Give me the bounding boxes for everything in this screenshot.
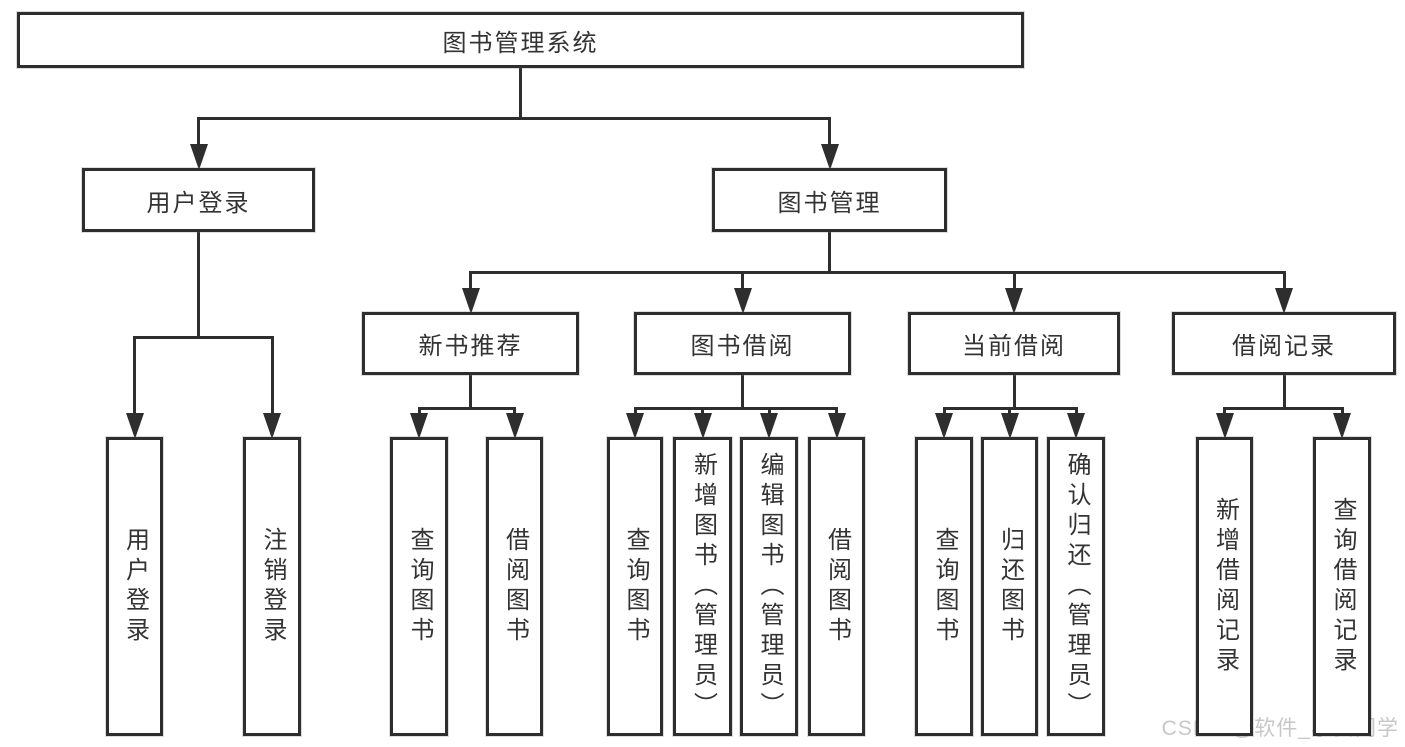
arrowhead-login <box>125 413 144 439</box>
connector-branch-root <box>197 116 831 120</box>
node-label-borrow-book-2: 借阅图书 <box>823 526 851 647</box>
arrowhead-borrow-records <box>1275 288 1293 314</box>
node-borrow-book-2: 借阅图书 <box>808 437 865 736</box>
node-label-query-book-1: 查询图书 <box>406 526 433 647</box>
node-label-add-book: 新增图书（管理员） <box>689 451 717 722</box>
connector-drop-book-borrow <box>741 272 744 294</box>
connector-drop-logout <box>270 337 274 419</box>
connector-stem-new-book-recommend <box>469 375 472 408</box>
connector-stem-book-mgmt <box>828 232 831 272</box>
arrowhead-query-book-2 <box>626 413 644 439</box>
connector-branch-new-book-recommend <box>417 406 516 410</box>
arrowhead-book-borrow <box>733 288 752 314</box>
arrowhead-query-borrow-record <box>1333 413 1351 439</box>
node-new-book-recommend: 新书推荐 <box>362 312 579 375</box>
connector-branch-user-login <box>133 335 274 339</box>
connector-drop-login <box>133 337 136 419</box>
node-query-book-2: 查询图书 <box>607 437 663 736</box>
node-login: 用户登录 <box>106 437 163 736</box>
connector-branch-borrow-records <box>1223 406 1344 410</box>
node-add-book: 新增图书（管理员） <box>673 437 732 736</box>
node-label-login: 用户登录 <box>121 526 149 647</box>
connector-drop-new-book-recommend <box>469 272 472 294</box>
arrowhead-new-book-recommend <box>461 288 480 314</box>
node-label-borrow-records: 借阅记录 <box>1232 333 1336 360</box>
node-confirm-return: 确认归还（管理员） <box>1047 437 1105 736</box>
node-query-borrow-record: 查询借阅记录 <box>1313 437 1371 736</box>
arrowhead-query-book-1 <box>410 413 428 439</box>
arrowhead-logout <box>263 413 281 439</box>
node-edit-book: 编辑图书（管理员） <box>740 437 798 736</box>
node-label-new-book-recommend: 新书推荐 <box>418 333 523 360</box>
node-label-confirm-return: 确认归还（管理员） <box>1063 451 1090 722</box>
node-label-query-book-3: 查询图书 <box>931 526 958 647</box>
arrowhead-return-book <box>1000 413 1019 439</box>
arrowhead-confirm-return <box>1067 413 1085 439</box>
connector-drop-current-borrow <box>1012 272 1016 294</box>
node-label-add-borrow-record: 新增借阅记录 <box>1211 496 1239 677</box>
arrowhead-edit-book <box>760 413 778 439</box>
node-return-book: 归还图书 <box>981 437 1038 736</box>
node-label-book-mgmt: 图书管理 <box>777 189 882 217</box>
arrowhead-add-borrow-record <box>1215 413 1234 439</box>
node-label-edit-book: 编辑图书（管理员） <box>756 451 783 722</box>
node-add-borrow-record: 新增借阅记录 <box>1196 437 1253 736</box>
connector-stem-user-login <box>197 232 200 337</box>
node-book-borrow: 图书借阅 <box>634 312 851 375</box>
node-label-logout: 注销登录 <box>259 526 286 647</box>
connector-drop-borrow-records <box>1282 272 1286 294</box>
connector-stem-root <box>519 68 522 118</box>
node-current-borrow: 当前借阅 <box>908 312 1120 375</box>
node-label-root: 图书管理系统 <box>442 29 599 57</box>
arrowhead-add-book <box>693 413 712 439</box>
node-label-current-borrow: 当前借阅 <box>962 333 1066 360</box>
connector-branch-book-borrow <box>633 406 838 410</box>
node-query-book-1: 查询图书 <box>390 437 448 736</box>
arrowhead-query-book-3 <box>935 413 953 439</box>
arrowhead-borrow-book-2 <box>827 413 846 439</box>
arrowhead-borrow-book-1 <box>505 413 524 439</box>
arrowhead-current-borrow <box>1005 288 1023 314</box>
node-user-login: 用户登录 <box>82 168 315 232</box>
node-label-user-login: 用户登录 <box>146 189 251 217</box>
connector-stem-book-borrow <box>741 375 744 408</box>
node-query-book-3: 查询图书 <box>915 437 973 736</box>
connector-drop-book-mgmt <box>828 118 831 150</box>
node-borrow-records: 借阅记录 <box>1172 312 1396 375</box>
connector-branch-book-mgmt <box>469 270 1286 274</box>
node-label-return-book: 归还图书 <box>996 526 1024 647</box>
connector-stem-current-borrow <box>1012 375 1016 408</box>
node-borrow-book-1: 借阅图书 <box>486 437 543 736</box>
node-book-mgmt: 图书管理 <box>712 168 947 232</box>
node-logout: 注销登录 <box>243 437 301 736</box>
node-root: 图书管理系统 <box>17 12 1024 68</box>
node-label-query-book-2: 查询图书 <box>622 526 649 647</box>
node-label-query-borrow-record: 查询借阅记录 <box>1329 496 1356 677</box>
connector-drop-user-login <box>197 118 200 150</box>
node-label-borrow-book-1: 借阅图书 <box>501 526 529 647</box>
arrowhead-user-login <box>189 144 208 170</box>
node-label-book-borrow: 图书借阅 <box>690 333 795 360</box>
arrowhead-book-mgmt <box>820 144 839 170</box>
connector-stem-borrow-records <box>1282 375 1286 408</box>
